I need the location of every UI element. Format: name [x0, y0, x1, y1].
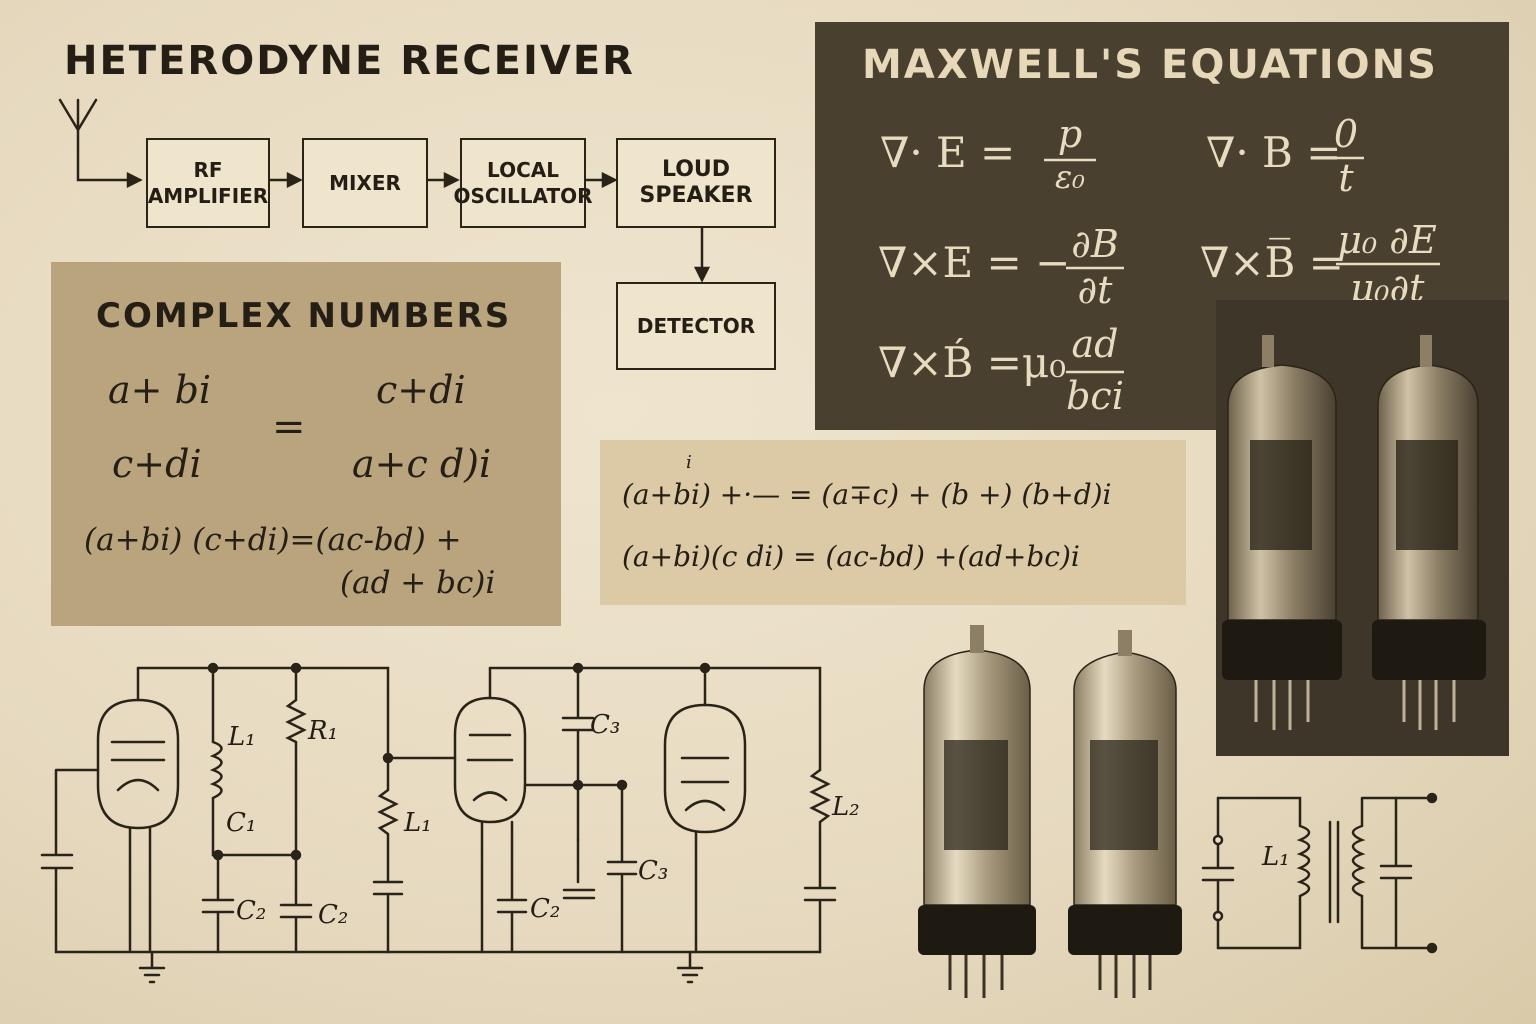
label-l1-b: L₁: [404, 808, 432, 838]
ground-icon: [676, 950, 704, 984]
maxwell-eq1-num: p: [1057, 112, 1083, 156]
maxwell-eq5-den: bci: [1066, 374, 1124, 418]
rf-amplifier-block: RF AMPLIFIER: [146, 138, 270, 228]
label-l2: L₂: [832, 792, 860, 822]
maxwell-eq2-num: 0: [1333, 112, 1359, 156]
complex-line3: (a+bi) (c+di)=(ac-bd) +: [84, 522, 462, 558]
identity-line2: (a+bi)(c di) = (ac-bd) +(ad+bc)i: [622, 540, 1080, 573]
arrow-icon: [693, 266, 711, 283]
loud-speaker-block: LOUD SPEAKER: [616, 138, 776, 228]
heterodyne-title: HETERODYNE RECEIVER: [64, 38, 635, 84]
maxwell-eq4-lhs: ∇×B̅ =: [1200, 238, 1344, 287]
label-c2-c: C₂: [530, 894, 561, 924]
transformer-circuit: [1201, 792, 1438, 954]
maxwell-eq3-lhs: ∇×E = −: [878, 238, 1071, 287]
label-l1-c: L₁: [1262, 842, 1290, 872]
label-c3-a: C₃: [590, 710, 621, 740]
detector-block: DETECTOR: [616, 282, 776, 370]
maxwell-eq1-den: ε₀: [1055, 158, 1085, 196]
arrow-icon: [126, 171, 143, 189]
maxwell-eq3-den: ∂t: [1077, 268, 1113, 312]
identities-panel: [600, 440, 1186, 605]
label-c3-b: C₃: [638, 856, 669, 886]
inductor-icon: [209, 666, 298, 857]
vacuum-tube-icon: [1372, 335, 1486, 730]
complex-line1-right: c+di: [376, 368, 466, 412]
label-l1-a: L₁: [228, 722, 256, 752]
maxwell-eq2-den: t: [1338, 156, 1354, 200]
complex-numbers-title: COMPLEX NUMBERS: [96, 296, 512, 336]
maxwell-eq2-lhs: ∇· B =: [1206, 128, 1342, 177]
triode-icon: [96, 698, 180, 830]
resistor-icon: [803, 768, 837, 954]
complex-numbers-panel: [51, 262, 561, 626]
label-c2-a: C₂: [236, 896, 267, 926]
maxwell-eq1-lhs: ∇· E =: [880, 128, 1016, 177]
label-c2-b: C₂: [318, 900, 349, 930]
arrow-icon: [286, 171, 303, 189]
vacuum-tube-icon: [918, 625, 1036, 998]
local-oscillator-block: LOCAL OSCILLATOR: [454, 138, 593, 228]
maxwell-eq3-num: ∂B: [1071, 222, 1119, 266]
maxwell-eq5-lhs: ∇×B́ =μ₀: [878, 338, 1067, 387]
maxwell-eq5-num: ad: [1071, 322, 1119, 366]
complex-equals: =: [272, 404, 306, 450]
antenna-icon: [58, 98, 142, 182]
arrow-icon: [601, 171, 618, 189]
complex-line2-right: a+c d)i: [352, 442, 492, 486]
complex-line2-left: c+di: [112, 442, 202, 486]
identity-line1: (a+bi) +·— = (a∓c) + (b +) (b+d)i: [622, 478, 1112, 511]
complex-line4: (ad + bc)i: [340, 565, 496, 601]
vacuum-tube-icon: [1222, 335, 1342, 730]
mixer-block: MIXER: [302, 138, 428, 228]
triode-icon: [663, 703, 747, 834]
inductor-icon: [1216, 796, 1311, 950]
vacuum-tube-icon: [1068, 630, 1182, 998]
ground-icon: [138, 950, 166, 984]
maxwell-title: MAXWELL'S EQUATIONS: [862, 42, 1438, 88]
complex-line1-left: a+ bi: [108, 368, 212, 412]
resistor-icon: [285, 666, 307, 907]
label-r1: R₁: [308, 716, 338, 746]
label-c1: C₁: [226, 808, 257, 838]
identity-small-i: i: [686, 452, 692, 473]
arrow-icon: [443, 171, 460, 189]
maxwell-eq4-num: μ₀ ∂E: [1337, 218, 1437, 262]
